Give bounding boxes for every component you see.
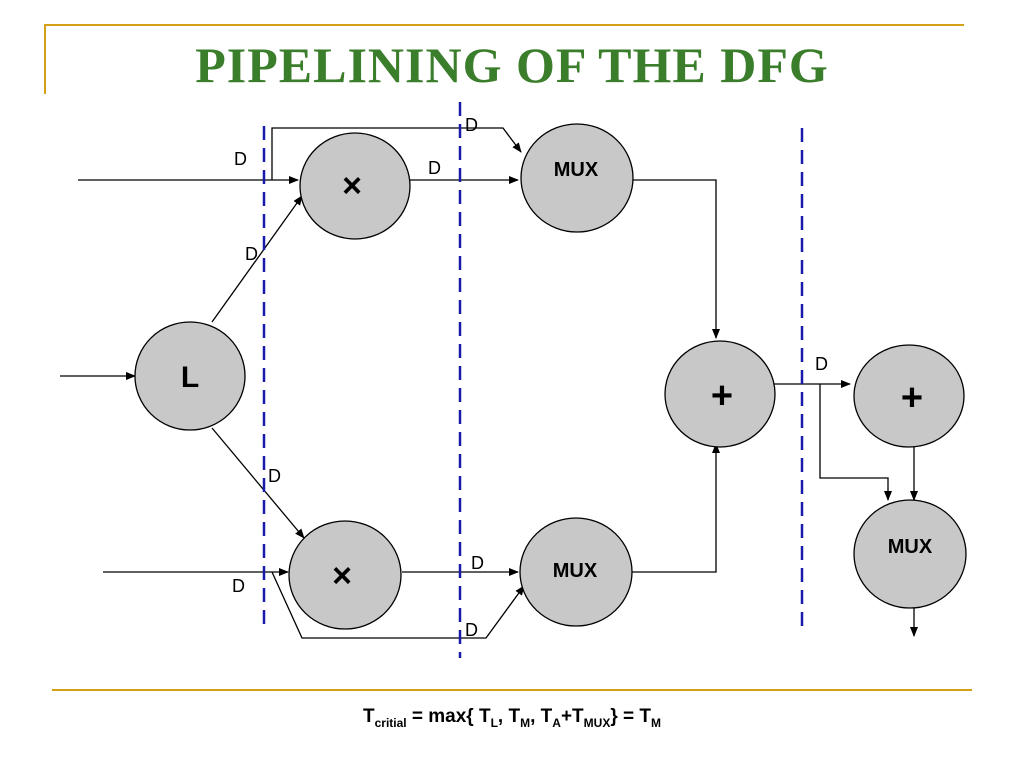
critical-path-formula: Tcritial = max{ TL, TM, TA+TMUX} = TM [0,706,1024,730]
edge-mux-bottom-to-add [632,443,720,573]
top-rule [44,24,964,26]
label-mult-bottom: × [332,557,352,595]
label-mux-right: MUX [888,536,933,558]
edge-mux-top-to-add [632,179,720,339]
node-mult-bottom [288,520,402,630]
delay-label: D [471,553,484,573]
node-mux-right [853,499,967,609]
node-add-right [853,344,965,448]
delay-label: D [245,244,258,264]
formula-t: T [478,706,491,727]
delay-label: D [815,354,828,374]
edge-bypass-right [819,384,892,501]
delay-label: D [465,115,478,135]
formula-plus: + [560,706,573,727]
label-l: L [181,361,199,394]
label-mux-top: MUX [554,159,599,181]
label-add-middle: + [711,375,733,417]
edge-bypass-top [271,127,522,180]
edge-l-to-mult-top [211,195,303,323]
formula-sub-mux: MUX [583,715,611,730]
node-mux-bottom [519,517,633,627]
edge-bypass-bottom [271,571,525,639]
delay-label: D [428,158,441,178]
formula-t: T [508,706,521,727]
label-add-right: + [901,377,923,419]
formula-sub-m-final: M [651,715,661,730]
formula-sub-a: A [552,715,561,730]
formula-sub-m: M [520,715,531,730]
formula-separator: , [497,706,509,727]
slide-title: PIPELINING OF THE DFG [195,37,829,93]
label-mux-bottom: MUX [553,560,598,582]
formula-eq-max: = max{ [406,706,479,727]
left-rule [44,24,46,94]
formula-sub-l: L [490,715,498,730]
node-l [134,321,246,431]
formula-t: T [362,706,375,727]
bottom-rule [52,689,972,691]
delay-label: D [465,620,478,640]
delay-label: D [232,576,245,596]
delay-label: D [268,466,281,486]
formula-sub-critical: critial [374,715,407,730]
formula-t: T [572,706,584,727]
edge-l-to-mult-bottom [211,427,305,539]
node-mux-top [520,123,634,233]
node-mult-top [299,132,411,240]
delay-label: D [234,149,247,169]
node-add-middle [664,340,776,448]
formula-t: T [540,706,553,727]
edges [60,127,918,639]
formula-close-eq: } = [610,706,640,727]
cutsets [262,102,804,658]
label-mult-top: × [342,167,362,205]
formula-separator: , [530,706,541,727]
formula-t: T [639,706,651,727]
